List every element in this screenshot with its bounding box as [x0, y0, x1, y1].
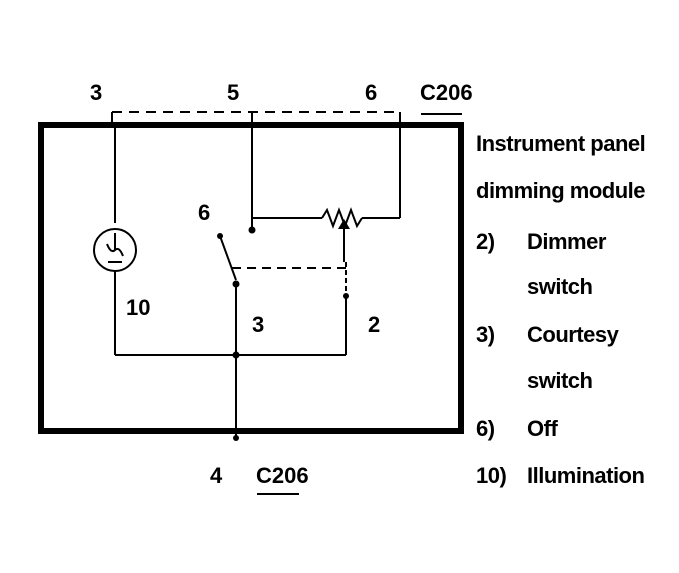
pin-label-3: 3	[90, 80, 102, 105]
legend-text: Illumination	[527, 463, 645, 488]
legend-text: switch	[527, 368, 593, 393]
label-courtesy-3: 3	[252, 312, 264, 337]
legend-text: switch	[527, 274, 593, 299]
bus-junction	[232, 351, 240, 359]
lamp-filament-icon	[106, 233, 124, 263]
label-dimmer-2: 2	[368, 312, 380, 337]
legend-num: 10)	[476, 463, 506, 488]
pin-label-4: 4	[210, 463, 223, 488]
legend-num: 3)	[476, 322, 495, 347]
rheostat-icon	[321, 207, 363, 229]
wiper-arrowhead-icon	[338, 219, 350, 229]
bottom-connector-label: C206	[256, 463, 309, 488]
dimmer-contact-6	[248, 226, 256, 234]
dimmer-contact-2	[343, 293, 349, 299]
top-connector-label: C206	[420, 80, 473, 105]
legend-text: Off	[527, 416, 558, 441]
legend-title-line1: Instrument panel	[476, 131, 645, 156]
legend-num: 2)	[476, 229, 495, 254]
legend-title-line2: dimming module	[476, 178, 645, 203]
pin-label-6: 6	[365, 80, 377, 105]
pin4-terminal	[233, 435, 239, 441]
legend-num: 6)	[476, 416, 495, 441]
legend-text: Dimmer	[527, 229, 607, 254]
switch-blade	[219, 235, 237, 281]
legend-text: Courtesy	[527, 322, 620, 347]
pin-label-5: 5	[227, 80, 239, 105]
blade-pivot-top	[217, 233, 223, 239]
label-lamp-10: 10	[126, 295, 150, 320]
label-off-6: 6	[198, 200, 210, 225]
